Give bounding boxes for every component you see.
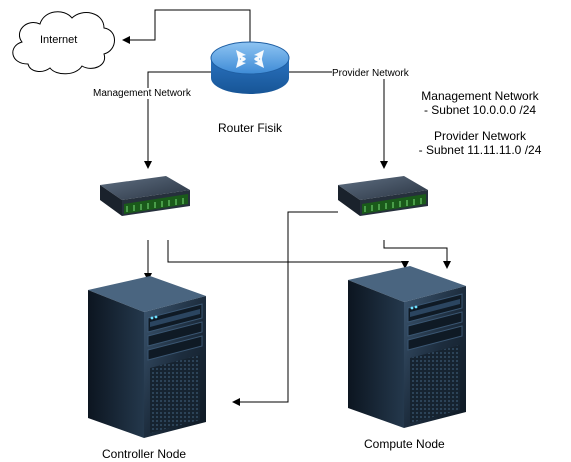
node-label-router: Router Fisik bbox=[218, 121, 283, 135]
edge-label-management: Management Network bbox=[93, 88, 191, 99]
edge-provider-network bbox=[287, 71, 388, 169]
node-label-internet: Internet bbox=[40, 34, 78, 46]
edge-router-internet bbox=[122, 9, 251, 46]
info-provider-title: Provider Network bbox=[433, 129, 527, 143]
info-provider-subnet: - Subnet 11.11.11.0 /24 bbox=[418, 143, 542, 157]
server-icon bbox=[348, 266, 466, 428]
edge-switch-compute-mgmt bbox=[167, 240, 409, 269]
cloud-icon bbox=[12, 11, 115, 75]
edge-switch-compute-provider bbox=[383, 240, 451, 269]
edge-label-provider: Provider Network bbox=[332, 68, 409, 79]
edge-switch-controller-provider bbox=[232, 211, 338, 406]
router-icon bbox=[210, 41, 290, 94]
edge-management-network bbox=[144, 71, 218, 169]
server-icon bbox=[88, 276, 206, 438]
switch-icon bbox=[100, 176, 190, 216]
info-management-title: Management Network bbox=[421, 89, 539, 103]
switch-icon bbox=[338, 176, 428, 216]
info-management-subnet: - Subnet 10.0.0.0 /24 bbox=[423, 103, 537, 117]
node-label-compute: Compute Node bbox=[364, 437, 445, 451]
node-label-controller: Controller Node bbox=[102, 447, 187, 461]
